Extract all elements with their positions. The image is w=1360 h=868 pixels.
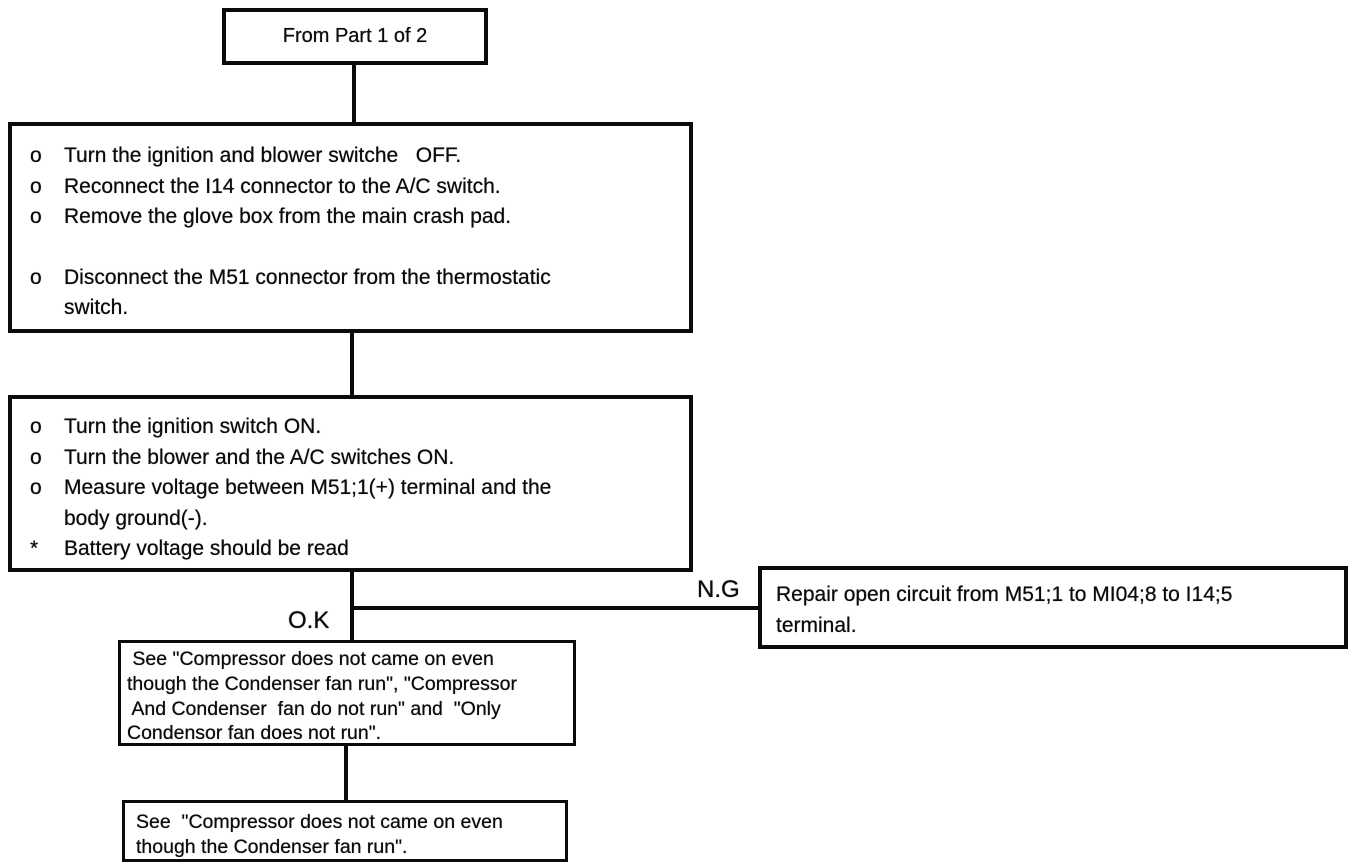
list-item: o Reconnect the I14 connector to the A/C… — [30, 172, 681, 203]
ok-branch-label: O.K — [288, 607, 330, 634]
node-ok-reference: See "Compressor does not came on even th… — [118, 640, 576, 746]
connector-start-to-step1 — [352, 63, 356, 124]
list-item-text: Reconnect the I14 connector to the A/C s… — [64, 174, 501, 198]
list-item: o Measure voltage between M51;1(+) termi… — [30, 473, 681, 534]
node-from-part: From Part 1 of 2 — [222, 8, 488, 65]
list-item-text: Disconnect the M51 connector from the th… — [64, 265, 551, 320]
bullet-marker: o — [30, 144, 42, 167]
list-item-text: Turn the blower and the A/C switches ON. — [64, 445, 455, 469]
list-item: o Turn the ignition switch ON. — [30, 412, 681, 443]
list-item-text: Turn the ignition switch ON. — [64, 415, 322, 438]
connector-ng-branch — [350, 606, 760, 610]
list-item-text: Measure voltage between M51;1(+) termina… — [64, 476, 552, 530]
node-final-reference: See "Compressor does not came on even th… — [122, 800, 568, 862]
bullet-marker: o — [30, 205, 42, 228]
start-label: From Part 1 of 2 — [282, 25, 428, 47]
list-item: o Remove the glove box from the main cra… — [30, 202, 681, 233]
ng-branch-label: N.G — [697, 576, 740, 603]
list-item: o Turn the blower and the A/C switches O… — [30, 443, 681, 474]
node-step2-measure: o Turn the ignition switch ON. o Turn th… — [8, 395, 693, 572]
list-item: * Battery voltage should be read — [30, 534, 681, 565]
connector-ok-ref-to-final — [344, 743, 348, 802]
list-item-text: Turn the ignition and blower switche OFF… — [64, 144, 462, 167]
node-ng-repair: Repair open circuit from M51;1 to MI04;8… — [758, 566, 1348, 649]
bullet-marker: o — [30, 445, 42, 469]
list-item-text: Battery voltage should be read — [64, 537, 349, 560]
bullet-marker: * — [30, 537, 39, 560]
list-item: o Turn the ignition and blower switche O… — [30, 141, 681, 172]
bullet-marker: o — [30, 174, 42, 198]
connector-step1-to-step2 — [350, 331, 354, 397]
list-item-text: Remove the glove box from the main crash… — [64, 205, 512, 228]
bullet-marker: o — [30, 415, 42, 438]
ok-reference-text: See "Compressor does not came on even th… — [127, 648, 517, 745]
list-item: o Disconnect the M51 connector from the … — [30, 263, 681, 324]
node-step1-instructions: o Turn the ignition and blower switche O… — [8, 122, 693, 333]
bullet-marker: o — [30, 476, 42, 499]
ng-repair-text: Repair open circuit from M51;1 to MI04;8… — [776, 583, 1233, 637]
final-reference-text: See "Compressor does not came on even th… — [136, 811, 503, 858]
bullet-marker: o — [30, 265, 42, 289]
